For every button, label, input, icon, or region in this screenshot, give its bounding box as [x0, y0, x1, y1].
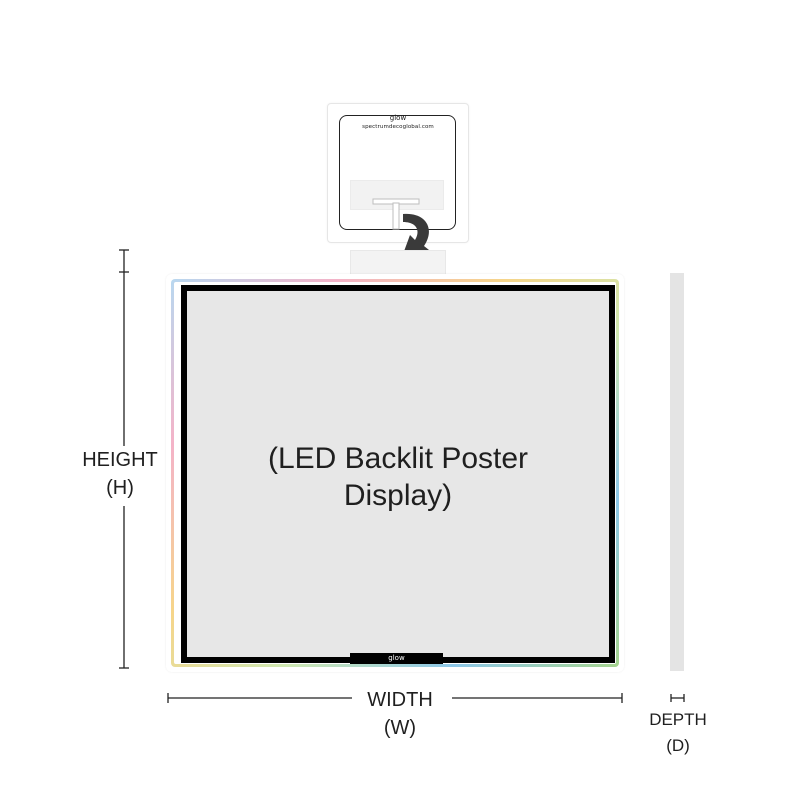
- poster-caption: (LED Backlit Poster Display): [181, 440, 615, 514]
- width-label-text: WIDTH: [367, 689, 433, 711]
- poster-caption-line1: (LED Backlit Poster: [267, 442, 529, 475]
- depth-label-text: DEPTH: [649, 710, 707, 729]
- depth-label-abbr: (D): [666, 736, 690, 755]
- width-label: WIDTH (W): [340, 686, 460, 742]
- hanging-tab: [350, 250, 446, 276]
- poster-caption-line2: Display): [343, 479, 453, 512]
- width-label-abbr: (W): [383, 717, 417, 739]
- base-logo-strip: glow: [350, 653, 443, 664]
- height-label-abbr: (H): [106, 477, 134, 499]
- height-label: HEIGHT (H): [60, 446, 180, 502]
- header-url: spectrumdecoglobal.com: [362, 124, 434, 130]
- hanging-hook-icon: [372, 198, 420, 230]
- depth-label: DEPTH (D): [628, 707, 728, 759]
- depth-side-view: [670, 273, 684, 671]
- header-logo: glow: [389, 114, 407, 122]
- poster-area: [181, 285, 615, 663]
- height-label-text: HEIGHT: [82, 449, 158, 471]
